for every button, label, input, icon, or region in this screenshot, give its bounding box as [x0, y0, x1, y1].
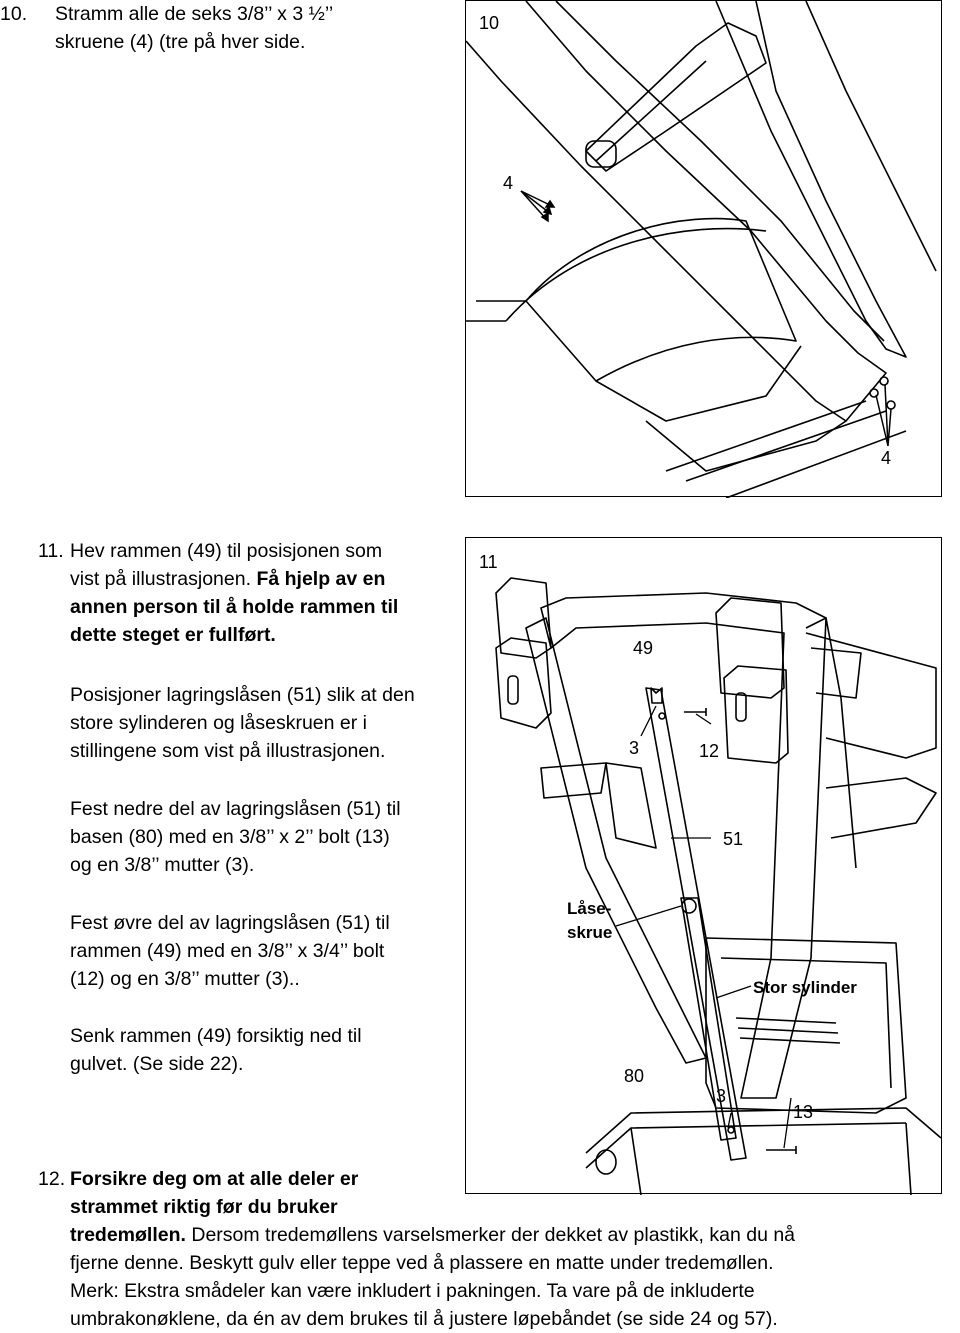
figure-11-label-nut-top: 3 — [629, 738, 640, 758]
figure-11-label-lock-screw-1: Låse- — [567, 899, 612, 918]
step-12-rest-line-3: Dersom tredemøllens varselsmerker der de… — [185, 1224, 796, 1246]
figure-10-callout-top: 4 — [503, 173, 514, 193]
step-12-bold-line-2: strammet riktig før du bruker — [70, 1196, 338, 1218]
step-11-intro-line-4: dette steget er fullført. — [70, 624, 276, 646]
step-11-p2-line-1: Posisjoner lagringslåsen (51) slik at de… — [70, 684, 415, 706]
figure-11-label-frame: 49 — [633, 638, 654, 658]
step-11-p4-line-3: (12) og en 3/8’’ mutter (3).. — [70, 968, 300, 990]
step-10-line-1: Stramm alle de seks 3/8’’ x 3 ½’’ — [55, 3, 334, 25]
step-11-p4-line-2: rammen (49) med en 3/8’’ x 3/4’’ bolt — [70, 940, 385, 962]
step-11-number: 11. — [38, 540, 64, 562]
step-11-p4-line-1: Fest øvre del av lagringslåsen (51) til — [70, 912, 390, 934]
step-12-line-6: umbrakonøklene, da én av dem brukes til … — [70, 1308, 778, 1330]
figure-11-number: 11 — [479, 552, 498, 572]
step-12-number: 12. — [38, 1168, 66, 1190]
figure-10-callout-bottom: 4 — [881, 448, 892, 468]
step-12-line-3: tredemøllen. Dersom tredemøllens varsels… — [70, 1221, 795, 1249]
figure-10-drawing — [466, 1, 937, 498]
step-11-p3-line-1: Fest nedre del av lagringslåsen (51) til — [70, 798, 401, 820]
step-12-line-5: Merk: Ekstra smådeler kan være inkludert… — [70, 1280, 755, 1302]
step-11-intro-line-3: annen person til å holde rammen til — [70, 596, 399, 618]
figure-10-treadmill-uprights: 10 4 4 — [465, 0, 942, 498]
step-11-intro-bold-inline: Få hjelp av en — [256, 568, 386, 590]
figure-11-label-bolt-top: 12 — [699, 741, 720, 761]
figure-11-label-nut-bottom: 3 — [716, 1086, 727, 1106]
figure-10-number: 10 — [479, 13, 500, 33]
step-11-intro-line-2: vist på illustrasjonen. Få hjelp av en — [70, 565, 385, 593]
figure-11-label-base: 80 — [624, 1066, 645, 1086]
figure-11-label-cylinder: Stor sylinder — [753, 978, 857, 997]
figure-11-label-lock-screw-2: skrue — [567, 923, 613, 942]
step-11-intro-line-2-text: vist på illustrasjonen. — [70, 568, 252, 590]
step-12-bold-line-1: Forsikre deg om at alle deler er — [70, 1168, 359, 1190]
step-11-p3-line-2: basen (80) med en 3/8’’ x 2’’ bolt (13) — [70, 826, 390, 848]
step-10-number: 10. — [0, 3, 28, 25]
step-11-p2-line-2: store sylinderen og låseskruen er i — [70, 712, 367, 734]
step-11-p5-line-1: Senk rammen (49) forsiktig ned til — [70, 1025, 362, 1047]
figure-11-label-latch: 51 — [723, 829, 744, 849]
step-11-p3-line-3: og en 3/8’’ mutter (3). — [70, 854, 255, 876]
figure-11-label-bolt-bottom: 13 — [793, 1102, 814, 1122]
step-10-line-2: skruene (4) (tre på hver side. — [55, 31, 306, 53]
step-12-line-4: fjerne denne. Beskytt gulv eller teppe v… — [70, 1252, 774, 1274]
step-11-p2-line-3: stillingene som vist på illustrasjonen. — [70, 740, 386, 762]
step-11-intro-line-1: Hev rammen (49) til posisjonen som — [70, 540, 383, 562]
step-11-p5-line-2: gulvet. (Se side 22). — [70, 1053, 244, 1075]
step-12-bold-start-line-3: tredemøllen. — [70, 1224, 186, 1246]
figure-11-drawing — [495, 577, 942, 1195]
figure-11-storage-latch: 11 49 3 12 51 Låse- skrue Stor sylinder … — [465, 537, 942, 1195]
